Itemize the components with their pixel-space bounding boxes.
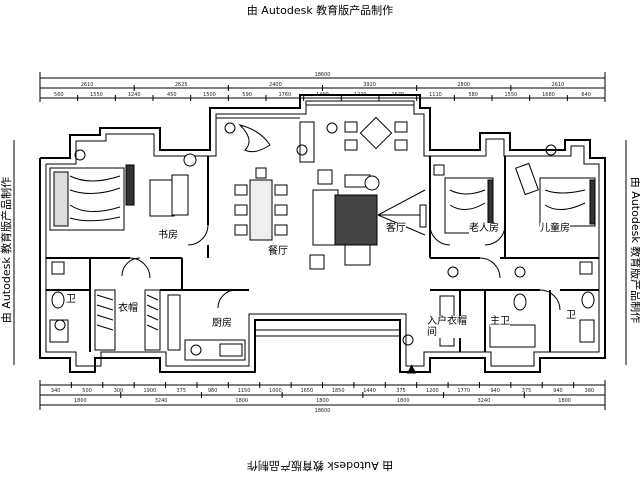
bottom-detail-dimension-label: 380 — [585, 388, 595, 394]
bottom-detail-dimension-label: 375 — [176, 388, 186, 394]
bottom-dimension-ticks: 340 500 300 1900 375 980 1150 1000 1650 1850 1440 3… — [39, 382, 595, 414]
study-bed — [49, 164, 135, 231]
top-detail-dimension-label: 640 — [581, 92, 591, 98]
north-arrow-icon: ▲ — [407, 361, 417, 375]
bottom-detail-dimension-label: 1440 — [363, 388, 376, 394]
bottom-detail-dimension-label: 1650 — [300, 388, 313, 394]
top-row-dimension-label: 3920 — [363, 82, 376, 88]
bottom-detail-dimension-label: 1150 — [238, 388, 251, 394]
bottom-detail-dimension-label: 940 — [490, 388, 500, 394]
top-row-dimension-label: 2610 — [81, 82, 94, 88]
room-label-dining: 餐厅 — [268, 246, 288, 257]
exterior-wall-inner — [45, 100, 600, 367]
room-label-cloakroom: 衣帽 — [118, 303, 138, 314]
bottom-row-dimension-label: 1800 — [558, 398, 571, 404]
top-detail-dimension-label: 560 — [54, 92, 64, 98]
cloakroom-shelves — [94, 289, 161, 351]
bottom-detail-dimension-label: 1900 — [143, 388, 156, 394]
plant-symbols — [54, 122, 557, 346]
bottom-row-dimension-label: 3240 — [478, 398, 491, 404]
bottom-row-dimension-label: 3240 — [155, 398, 168, 404]
top-row-dimension-label: 2400 — [269, 82, 282, 88]
top-detail-dimension-label: 1550 — [504, 92, 517, 98]
top-row-dimension-label: 2800 — [457, 82, 470, 88]
top-row-dimension-label: 2610 — [552, 82, 565, 88]
bottom-detail-dimension-label: 1200 — [426, 388, 439, 394]
top-detail-dimension-label: 590 — [242, 92, 252, 98]
balcony-furniture — [238, 116, 408, 163]
bottom-detail-dimension-label: 300 — [114, 388, 124, 394]
door-swings — [121, 224, 561, 311]
bottom-detail-dimension-label: 340 — [51, 388, 61, 394]
room-label-kitchen: 厨房 — [212, 318, 232, 329]
bottom-detail-dimension-label: 375 — [396, 388, 406, 394]
bottom-detail-dimension-label: 375 — [522, 388, 532, 394]
bottom-detail-dimension-label: 1770 — [457, 388, 470, 394]
room-label-bath-right: 卫 — [566, 310, 576, 321]
room-label-living: 客厅 — [386, 223, 406, 234]
interior-walls — [46, 156, 599, 352]
top-dimension-ticks: 18600 2610 2625 2400 3920 2800 2610 560 1550 1240… — [39, 72, 591, 101]
top-detail-dimension-label: 1680 — [542, 92, 555, 98]
bottom-detail-dimension-label: 940 — [553, 388, 563, 394]
top-detail-dimension-label: 1110 — [429, 92, 442, 98]
bottom-row-dimension-label: 1800 — [235, 398, 248, 404]
top-detail-dimension-label: 1500 — [203, 92, 216, 98]
top-detail-dimension-label: 1760 — [278, 92, 291, 98]
kitchen-counter — [167, 294, 246, 361]
bottom-total-dimension: 18600 — [315, 408, 331, 414]
bottom-detail-dimension-label: 1850 — [332, 388, 345, 394]
room-label-bath-left: 卫 — [66, 294, 76, 305]
bottom-row-dimension-label: 1800 — [74, 398, 87, 404]
top-row-dimension-label: 2625 — [175, 82, 188, 88]
dining-set — [234, 167, 288, 241]
bottom-row-dimension-label: 1800 — [316, 398, 329, 404]
bottom-row-dimension-label: 1800 — [397, 398, 410, 404]
bottom-detail-dimension-label: 500 — [82, 388, 92, 394]
bottom-detail-dimension-label: 980 — [208, 388, 218, 394]
room-label-entrance: 入户衣帽间 — [427, 316, 469, 338]
living-sofa-set — [309, 169, 427, 270]
exterior-wall — [39, 94, 606, 373]
room-label-study: 书房 — [158, 230, 178, 241]
child-room-bed — [514, 162, 596, 227]
top-detail-dimension-label: 450 — [167, 92, 177, 98]
balcony-railing — [216, 104, 414, 337]
side-dimension-lines — [13, 140, 627, 365]
study-desk — [149, 153, 197, 217]
top-detail-dimension-label: 1240 — [128, 92, 141, 98]
top-detail-dimension-label: 580 — [468, 92, 478, 98]
top-total-dimension: 18600 — [315, 72, 331, 78]
room-label-elderly-room: 老人房 — [469, 223, 499, 234]
watermark-top: 由 Autodesk 教育版产品制作 — [246, 4, 394, 17]
room-label-master-bath: 主卫 — [490, 316, 510, 327]
bottom-detail-dimension-label: 1000 — [269, 388, 282, 394]
room-label-child-room: 儿童房 — [540, 223, 570, 234]
top-detail-dimension-label: 1550 — [90, 92, 103, 98]
